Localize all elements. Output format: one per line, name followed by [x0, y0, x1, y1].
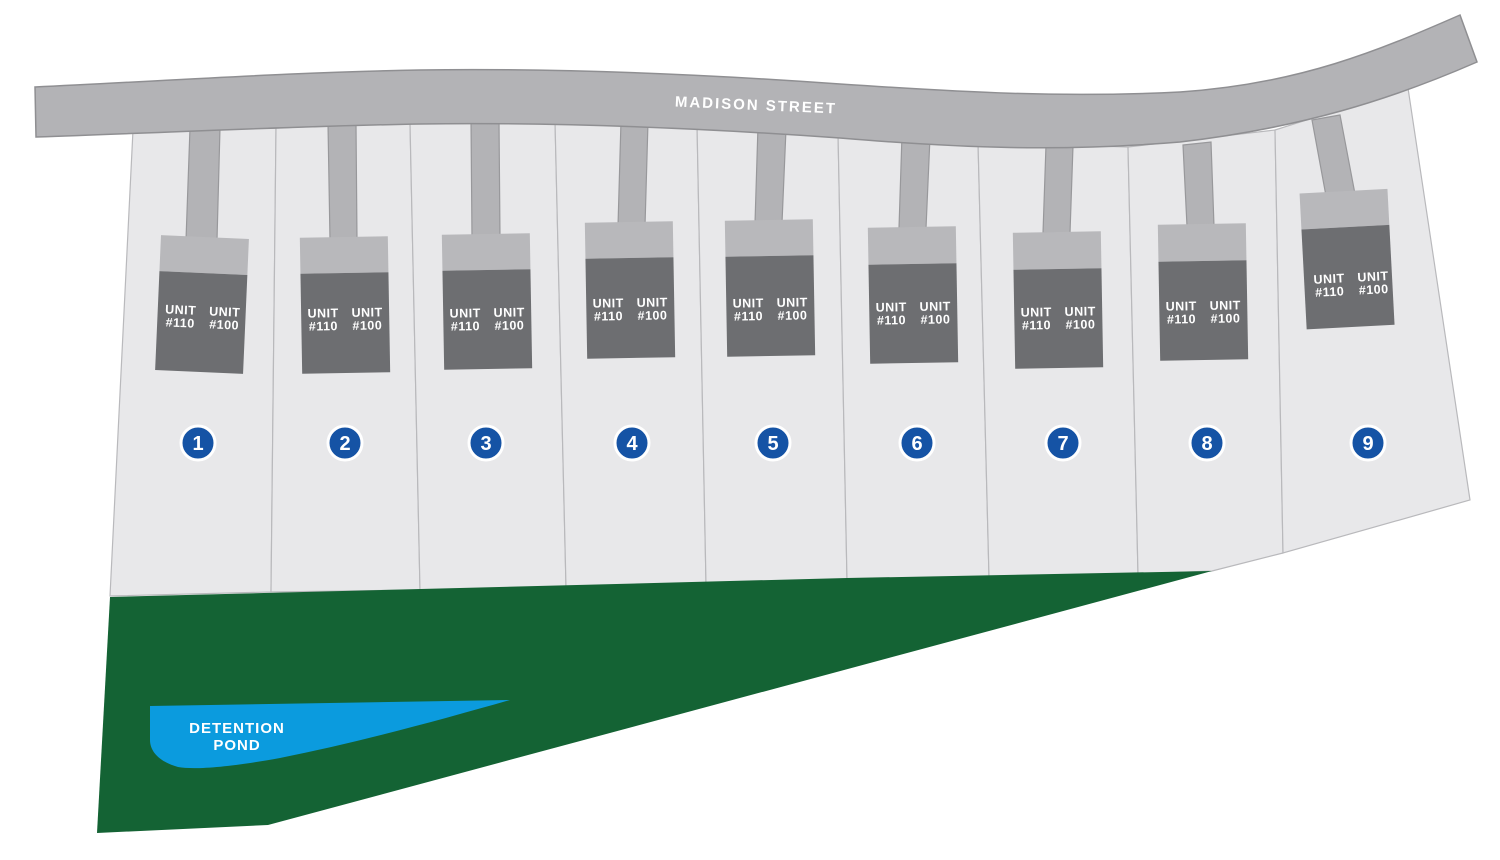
building-body-3: [442, 269, 533, 370]
building-1[interactable]: UNIT #110 UNIT #100: [155, 235, 249, 374]
lot-number-2: 2: [339, 433, 350, 455]
unit-110-label-1: UNIT: [165, 302, 197, 317]
unit-110-label-6: UNIT: [876, 300, 907, 315]
lot-badge-3[interactable]: 3: [467, 424, 505, 462]
driveway-6: [898, 134, 931, 229]
garage-8: [1157, 223, 1247, 262]
unit-100-num-3: #100: [494, 318, 524, 333]
pond-label-line1: DETENTION: [189, 720, 285, 737]
driveway-2: [327, 123, 358, 241]
unit-100-label-2: UNIT: [351, 305, 382, 320]
garage-5: [724, 219, 814, 257]
garage-3: [441, 233, 531, 271]
unit-100-label-4: UNIT: [637, 295, 668, 310]
garage-1: [159, 235, 249, 275]
building-body-5: [725, 255, 816, 357]
garage-2: [299, 236, 389, 274]
lot-number-3: 3: [480, 433, 491, 455]
madison-street-road: [34, 13, 1478, 149]
lot-badge-5[interactable]: 5: [754, 424, 792, 462]
unit-110-label-7: UNIT: [1021, 305, 1052, 320]
unit-100-num-1: #100: [209, 317, 239, 332]
lot-number-7: 7: [1057, 433, 1068, 455]
lot-badges: 1 2 3 4 5 6 7 8 9: [179, 424, 1387, 462]
unit-110-num-7: #110: [1022, 318, 1051, 333]
unit-100-num-6: #100: [920, 312, 950, 327]
buildings: UNIT #110 UNIT #100 UNIT #110 UNIT #100 …: [155, 188, 1395, 374]
lot-number-1: 1: [192, 433, 203, 455]
lot-badge-9[interactable]: 9: [1349, 424, 1387, 462]
building-5[interactable]: UNIT #110 UNIT #100: [724, 219, 816, 357]
unit-100-num-2: #100: [352, 318, 382, 333]
driveway-1: [185, 127, 221, 241]
unit-110-num-4: #110: [594, 309, 623, 324]
unit-110-label-4: UNIT: [593, 296, 624, 311]
unit-110-label-8: UNIT: [1166, 299, 1197, 314]
unit-100-label-1: UNIT: [209, 304, 241, 319]
unit-110-label-5: UNIT: [733, 296, 764, 311]
driveway-4: [617, 120, 649, 227]
building-body-9: [1301, 224, 1395, 330]
unit-100-label-8: UNIT: [1210, 298, 1241, 313]
garage-6: [867, 226, 957, 265]
unit-100-label-7: UNIT: [1065, 304, 1096, 319]
lot-number-6: 6: [911, 433, 922, 455]
unit-110-label-9: UNIT: [1313, 271, 1345, 287]
unit-110-num-8: #110: [1167, 312, 1196, 327]
building-body-2: [300, 272, 391, 374]
building-3[interactable]: UNIT #110 UNIT #100: [441, 233, 533, 370]
driveway-3: [470, 120, 501, 239]
building-body-4: [585, 257, 676, 359]
garage-7: [1012, 231, 1102, 270]
lot-number-8: 8: [1201, 433, 1212, 455]
unit-100-num-8: #100: [1210, 311, 1240, 326]
building-2[interactable]: UNIT #110 UNIT #100: [299, 236, 391, 374]
unit-100-label-9: UNIT: [1357, 269, 1389, 285]
pond-label-line2: POND: [213, 737, 260, 754]
lot-badge-1[interactable]: 1: [179, 424, 217, 462]
lot-badge-4[interactable]: 4: [613, 424, 651, 462]
unit-110-label-3: UNIT: [449, 306, 480, 321]
unit-100-label-3: UNIT: [493, 305, 524, 320]
driveways: [185, 114, 1356, 241]
unit-110-num-3: #110: [451, 319, 480, 334]
lot-badge-8[interactable]: 8: [1188, 424, 1226, 462]
lot-badge-7[interactable]: 7: [1044, 424, 1082, 462]
unit-110-label-2: UNIT: [307, 306, 338, 321]
green-space: [97, 571, 1212, 833]
lot-badge-6[interactable]: 6: [898, 424, 936, 462]
unit-110-num-9: #110: [1315, 284, 1345, 300]
lot-number-5: 5: [767, 433, 778, 455]
unit-100-num-7: #100: [1065, 317, 1095, 332]
unit-110-num-6: #110: [877, 313, 906, 328]
unit-100-label-6: UNIT: [920, 299, 951, 314]
garage-4: [584, 221, 674, 259]
lot-number-9: 9: [1362, 433, 1373, 455]
building-6[interactable]: UNIT #110 UNIT #100: [867, 226, 959, 364]
building-4[interactable]: UNIT #110 UNIT #100: [584, 221, 676, 359]
lot-number-4: 4: [626, 433, 638, 455]
unit-110-num-1: #110: [165, 315, 195, 330]
building-7[interactable]: UNIT #110 UNIT #100: [1012, 231, 1104, 369]
driveway-7: [1042, 144, 1074, 234]
detention-pond[interactable]: [150, 700, 510, 769]
unit-100-num-9: #100: [1358, 282, 1389, 298]
driveway-8: [1182, 141, 1215, 227]
building-8[interactable]: UNIT #110 UNIT #100: [1157, 223, 1249, 361]
garage-9: [1299, 188, 1390, 230]
lot-badge-2[interactable]: 2: [326, 424, 364, 462]
unit-110-num-2: #110: [309, 319, 338, 334]
building-body-1: [155, 271, 248, 374]
building-body-7: [1013, 268, 1104, 369]
building-body-6: [868, 263, 959, 364]
driveway-5: [754, 125, 787, 224]
building-9[interactable]: UNIT #110 UNIT #100: [1299, 188, 1395, 330]
unit-110-num-5: #110: [734, 309, 763, 324]
unit-100-num-5: #100: [777, 308, 807, 323]
building-body-8: [1158, 260, 1249, 361]
unit-100-num-4: #100: [637, 308, 667, 323]
unit-100-label-5: UNIT: [777, 295, 808, 310]
